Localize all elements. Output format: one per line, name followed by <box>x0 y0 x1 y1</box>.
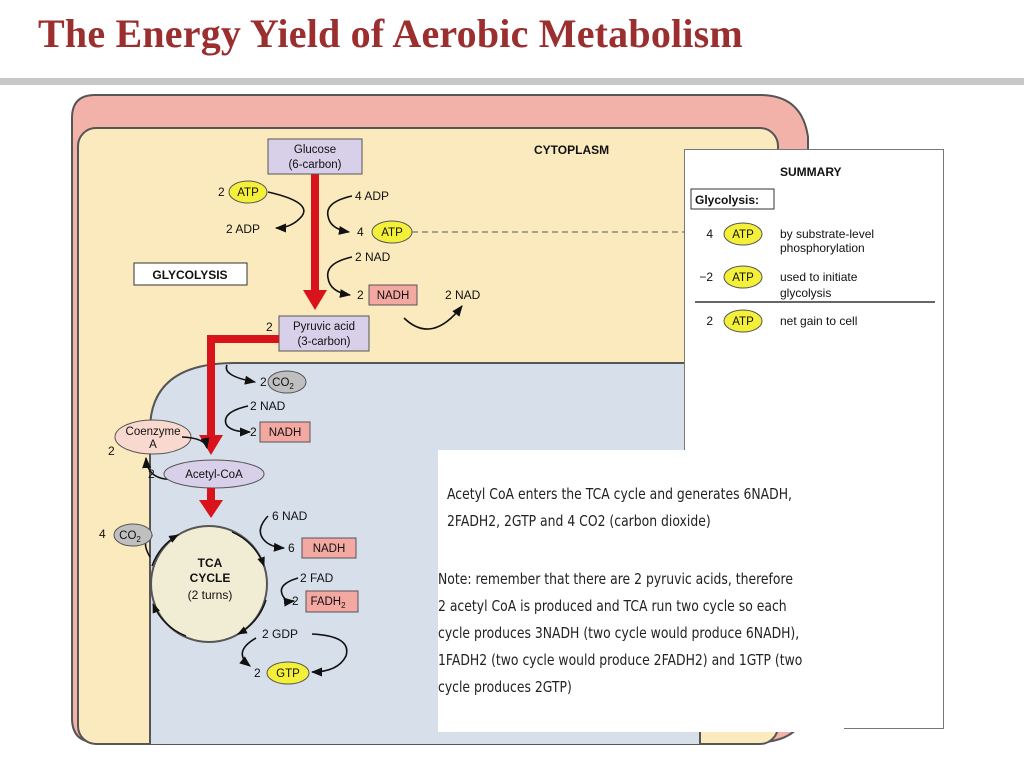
tca-nad: 6 NAD <box>272 509 308 523</box>
summary-row-count: 2 <box>706 314 713 328</box>
atp-input-count: 2 <box>218 185 225 199</box>
slide-title: The Energy Yield of Aerobic Metabolism <box>38 11 743 56</box>
summary-row: 4 ATP by substrate-level phosphorylation <box>706 222 874 255</box>
tca-cycle-circle <box>150 525 268 643</box>
tca-fadh-label: FADH2 <box>310 596 346 610</box>
summary-atp-oval <box>723 222 763 246</box>
nadh-recycle-arrow <box>403 305 463 330</box>
summary-row-desc-2: phosphorylation <box>780 241 865 255</box>
nadh-count: 2 <box>357 288 364 302</box>
summary-atp-oval <box>723 309 763 333</box>
glucose-carbon: (6-carbon) <box>288 159 341 171</box>
adp-input: 4 ADP <box>355 189 389 203</box>
link-nadh-label: NADH <box>269 427 302 439</box>
atp-payoff-count: 4 <box>357 225 364 239</box>
summary-row-desc: net gain to cell <box>780 314 857 328</box>
glycolysis-label: GLYCOLYSIS <box>152 268 227 282</box>
coenzyme-a-oval <box>114 419 192 455</box>
summary-row-count: 4 <box>706 227 713 241</box>
nadh-box <box>368 284 418 306</box>
adp-output: 2 ADP <box>226 222 260 236</box>
summary-atp-label: ATP <box>732 272 754 284</box>
summary-row: 2 ATP net gain to cell <box>706 309 857 333</box>
tca-co2-count: 4 <box>99 527 106 541</box>
tca-fad: 2 FAD <box>300 571 334 585</box>
acetyl-entry-arrow <box>199 500 223 518</box>
note-line: 1FADH2 (two cycle would produce 2FADH2) … <box>438 651 803 669</box>
acetyl-count: 2 <box>148 467 155 481</box>
note-line: Note: remember that there are 2 pyruvic … <box>438 570 793 588</box>
summary-row-desc: by substrate-level <box>780 227 874 241</box>
tca-nadh-label: NADH <box>313 543 346 555</box>
tca-co2-oval <box>113 523 153 547</box>
tca-gtp-label: GTP <box>276 668 300 680</box>
glycolysis-pathway-arrow <box>303 290 327 310</box>
link-nadh-count: 2 <box>250 425 257 439</box>
summary-row-desc: used to initiate <box>780 270 858 284</box>
summary-heading: SUMMARY <box>780 165 842 179</box>
note-line: cycle produces 2GTP) <box>438 678 572 696</box>
summary-row-desc-2: glycolysis <box>780 286 831 300</box>
tca-gdp: 2 GDP <box>262 627 298 641</box>
tca-fadh-count: 2 <box>292 594 299 608</box>
summary-row: −2 ATP used to initiate glycolysis <box>699 265 858 300</box>
tca-nadh-box <box>301 537 357 559</box>
coenzyme-count: 2 <box>108 444 115 458</box>
coenzyme-label-a: A <box>149 439 157 451</box>
summary-section-label: Glycolysis: <box>695 193 759 207</box>
glucose-box <box>267 138 363 175</box>
nadh-label: NADH <box>377 290 410 302</box>
tca-label: TCA <box>198 556 223 570</box>
note-line: cycle produces 3NADH (two cycle would pr… <box>438 624 800 642</box>
link-nad-arrow <box>224 405 252 437</box>
pyruvic-label: Pyruvic acid <box>293 321 355 333</box>
pyruvic-count: 2 <box>266 320 273 334</box>
summary-row-count: −2 <box>699 270 713 284</box>
note-paragraph-reminder: Note: remember that there are 2 pyruvic … <box>438 566 802 701</box>
tca-nadh-count: 6 <box>288 541 295 555</box>
summary-atp-label: ATP <box>732 316 754 328</box>
acetyl-label: Acetyl-CoA <box>185 469 243 481</box>
tca-gtp-oval <box>266 661 310 685</box>
nad-input: 2 NAD <box>355 250 391 264</box>
note-box: Acetyl CoA enters the TCA cycle and gene… <box>438 450 844 732</box>
adp-to-atp-arrow <box>326 195 353 235</box>
link-nad: 2 NAD <box>250 399 286 413</box>
note-paragraph-acetyl: Acetyl CoA enters the TCA cycle and gene… <box>447 481 792 535</box>
title-divider <box>0 78 1024 85</box>
link-co2-label: CO2 <box>272 377 294 391</box>
nad-regenerated: 2 NAD <box>445 288 481 302</box>
tca-fadh-box <box>305 590 359 613</box>
atp-payoff-label: ATP <box>381 227 403 239</box>
tca-cycle-label: CYCLE <box>190 571 231 585</box>
tca-co2-label: CO2 <box>119 530 141 544</box>
note-line: 2FADH2, 2GTP and 4 CO2 (carbon dioxide) <box>447 512 711 530</box>
pyruvic-carbon: (3-carbon) <box>297 336 350 348</box>
atp-input-oval <box>228 180 268 204</box>
link-nadh-box <box>259 421 311 443</box>
nad-to-nadh-arrow <box>326 256 353 298</box>
co2-release-arrow <box>225 364 257 385</box>
tca-gtp-count: 2 <box>254 666 261 680</box>
link-co2-oval <box>267 370 307 394</box>
note-line: Acetyl CoA enters the TCA cycle and gene… <box>447 485 792 503</box>
atp-investment-arrow <box>267 191 305 233</box>
summary-atp-oval <box>723 265 763 289</box>
tca-turns-label: (2 turns) <box>188 588 233 602</box>
atp-input-label: ATP <box>237 187 259 199</box>
link-co2-count: 2 <box>260 375 267 389</box>
coenzyme-label: Coenzyme <box>126 426 181 438</box>
pyruvic-acid-box <box>278 315 370 352</box>
summary-atp-label: ATP <box>732 229 754 241</box>
note-line: 2 acetyl CoA is produced and TCA run two… <box>438 597 787 615</box>
glucose-label: Glucose <box>294 144 336 156</box>
cytoplasm-label: CYTOPLASM <box>534 143 609 157</box>
